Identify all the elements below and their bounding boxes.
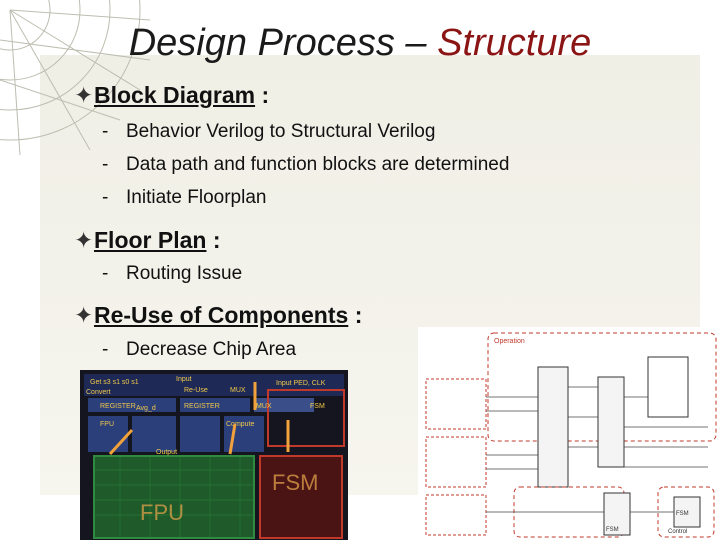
schematic-label: FSM bbox=[606, 527, 619, 533]
fsm-region bbox=[267, 389, 345, 447]
fp-label: MUX bbox=[256, 403, 272, 410]
fp-label: Compute bbox=[226, 421, 255, 428]
star-bullet-icon: ✦ bbox=[74, 82, 94, 108]
fsm-box bbox=[603, 492, 631, 536]
floorplan-block bbox=[180, 416, 220, 452]
fp-label: Input PED, CLK bbox=[276, 380, 326, 387]
floorplan-block bbox=[88, 416, 128, 452]
operation-label: Operation bbox=[494, 338, 525, 345]
fp-label: FPU bbox=[100, 421, 114, 428]
bullet-suffix: : bbox=[212, 227, 221, 253]
fp-label: Output bbox=[156, 449, 177, 456]
bullet-heading: Block Diagram bbox=[94, 82, 256, 108]
schematic-label: FSM bbox=[676, 511, 689, 517]
dash-icon: - bbox=[102, 121, 109, 142]
fp-label: Input bbox=[176, 376, 192, 383]
dash-icon: - bbox=[102, 339, 109, 360]
sub-bullet: -Behavior Verilog to Structural Verilog bbox=[102, 121, 435, 143]
bullet-heading: Floor Plan bbox=[94, 227, 207, 253]
sub-bullet-text: Behavior Verilog to Structural Verilog bbox=[126, 121, 436, 142]
schematic-figure: Operation FSM Control FSM bbox=[418, 327, 720, 540]
routing-arrows bbox=[108, 382, 290, 456]
slide-title-main: Design Process – bbox=[128, 22, 427, 64]
schematic-wires bbox=[486, 386, 708, 513]
fp-label: Avg_d bbox=[136, 405, 156, 412]
slide-title-accent: Structure bbox=[437, 22, 592, 64]
fpu-region bbox=[93, 455, 255, 539]
dash-icon: - bbox=[102, 263, 109, 284]
fsm-block bbox=[259, 455, 343, 539]
operation-region bbox=[487, 332, 717, 442]
star-bullet-icon: ✦ bbox=[74, 302, 94, 328]
control-region bbox=[657, 486, 715, 538]
fp-label: REGISTER bbox=[100, 403, 136, 410]
schematic-block bbox=[425, 378, 487, 430]
fpu-grid bbox=[94, 456, 254, 538]
schematic-label: Control bbox=[668, 529, 687, 535]
fp-label: MUX bbox=[230, 387, 246, 394]
schematic-block bbox=[425, 436, 487, 488]
schematic-background bbox=[418, 327, 720, 540]
bullet-heading: Re-Use of Components bbox=[94, 302, 349, 328]
sub-bullet: -Initiate Floorplan bbox=[102, 187, 266, 209]
fp-label: Get s3 s1 s0 s1 bbox=[90, 379, 139, 386]
sub-bullet: -Data path and function blocks are deter… bbox=[102, 154, 509, 176]
floorplan-figure: Get s3 s1 s0 s1 Input Input PED, CLK Con… bbox=[80, 370, 348, 540]
slide-title: Design Process – Structure bbox=[0, 22, 720, 65]
fp-label: REGISTER bbox=[184, 403, 220, 410]
floorplan-block bbox=[180, 398, 250, 412]
sub-bullet-text: Decrease Chip Area bbox=[126, 339, 297, 360]
mux-block bbox=[537, 366, 569, 488]
fsm-big-label: FSM bbox=[272, 470, 318, 495]
fpu-big-label: FPU bbox=[140, 500, 184, 525]
sub-bullet-text: Initiate Floorplan bbox=[126, 187, 267, 208]
fp-label: FSM bbox=[310, 403, 325, 410]
register-block bbox=[597, 376, 625, 468]
schematic-block bbox=[647, 356, 689, 418]
dash-icon: - bbox=[102, 154, 109, 175]
sub-bullet-text: Routing Issue bbox=[126, 263, 243, 284]
sub-bullet: -Routing Issue bbox=[102, 263, 242, 285]
bullet-floor-plan: ✦Floor Plan : bbox=[74, 227, 221, 254]
bullet-block-diagram: ✦Block Diagram : bbox=[74, 82, 269, 109]
bullet-suffix: : bbox=[261, 82, 270, 108]
bullet-suffix: : bbox=[354, 302, 363, 328]
bullet-reuse: ✦Re-Use of Components : bbox=[74, 302, 362, 329]
floorplan-block bbox=[88, 398, 176, 412]
spiderweb-decoration bbox=[0, 0, 151, 156]
sub-bullet: -Decrease Chip Area bbox=[102, 339, 296, 361]
star-bullet-icon: ✦ bbox=[74, 227, 94, 253]
sub-bullet-text: Data path and function blocks are determ… bbox=[126, 154, 510, 175]
control-box bbox=[673, 496, 701, 528]
floorplan-block bbox=[132, 416, 176, 452]
fp-label: Convert bbox=[86, 389, 111, 396]
schematic-block bbox=[425, 494, 487, 536]
fp-label: Re-Use bbox=[184, 387, 208, 394]
dash-icon: - bbox=[102, 187, 109, 208]
